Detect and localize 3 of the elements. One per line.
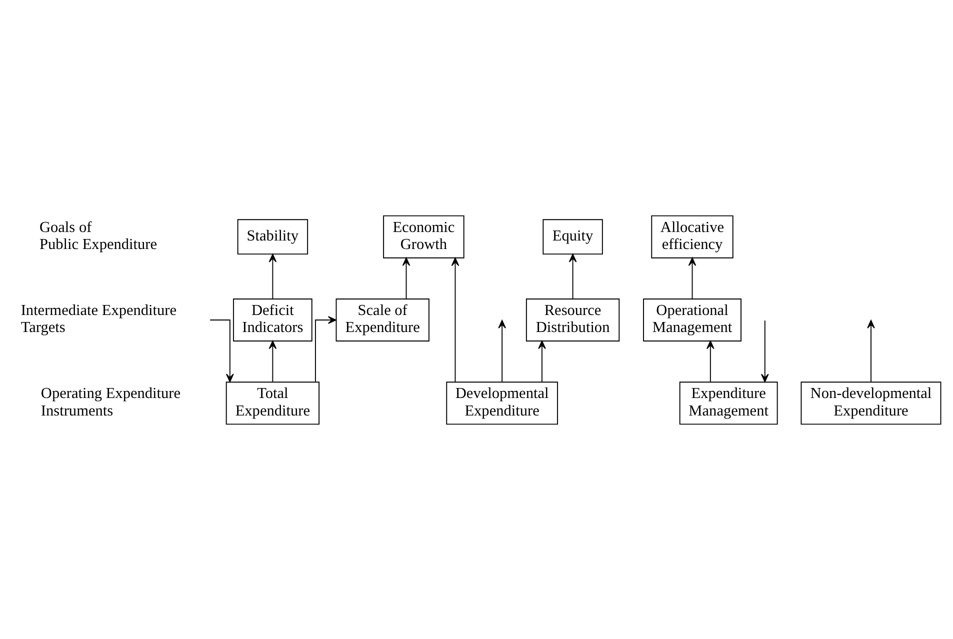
label: Intermediate Expenditure Targets — [20, 302, 177, 336]
label: Goals of Public Expenditure — [39, 218, 158, 253]
label: Operating Expenditure Instruments — [40, 384, 181, 419]
